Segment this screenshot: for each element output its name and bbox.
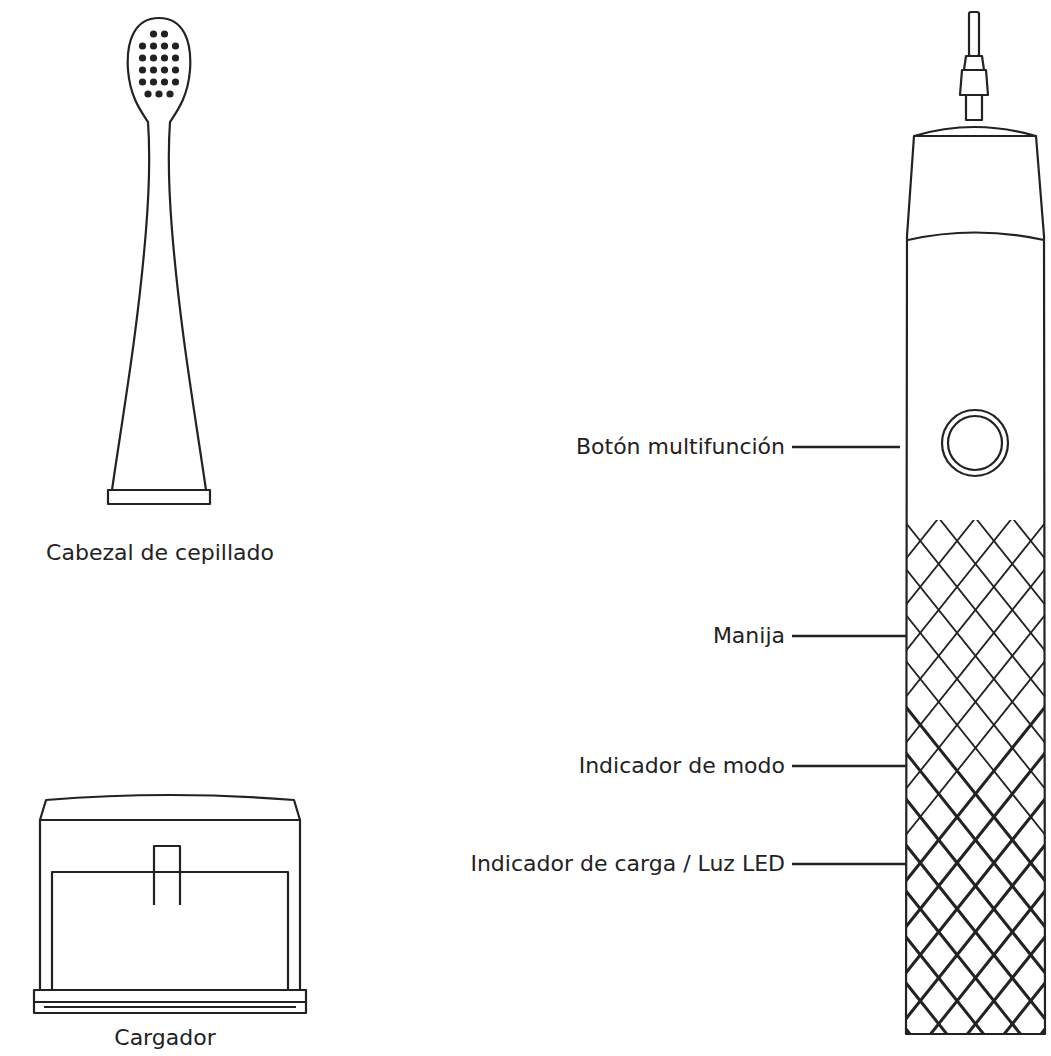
bristle-dot: [139, 66, 146, 73]
bristle-dot: [150, 66, 157, 73]
charger: [34, 795, 306, 1013]
bristle-dot: [139, 42, 146, 49]
part-label: Botón multifunción: [576, 433, 785, 461]
grip-lattice: [906, 0, 1045, 99]
grip-lattice: [906, 385, 1045, 559]
part-label: Cargador: [114, 1024, 215, 1052]
grip-lattice: [906, 753, 1045, 927]
part-label: Manija: [713, 622, 785, 650]
bristle-dot: [155, 90, 162, 97]
bristle-dot: [161, 66, 168, 73]
grip-lattice: [906, 615, 1045, 789]
grip-lattice: [906, 247, 1045, 421]
bristle-dot: [150, 54, 157, 61]
grip-lattice: [906, 477, 1045, 651]
grip-lattice: [906, 0, 1045, 99]
bristle-dot: [150, 78, 157, 85]
grip-lattice: [906, 109, 1045, 283]
grip-lattice: [906, 983, 1045, 1056]
grip-lattice: [906, 707, 1045, 881]
grip-lattice: [906, 339, 1045, 513]
grip-lattice: [906, 799, 1045, 973]
grip-lattice: [906, 523, 1045, 697]
leader-lines: [792, 447, 906, 864]
grip-lattice: [906, 799, 1045, 973]
grip-lattice: [906, 661, 1045, 835]
grip-lattice: [906, 569, 1045, 743]
grip-lattice: [906, 17, 1045, 191]
brush-head: [108, 18, 210, 504]
grip-lattice: [906, 615, 1045, 789]
grip-lattice: [906, 293, 1045, 467]
part-label: Indicador de modo: [579, 752, 785, 780]
part-label: Indicador de carga / Luz LED: [470, 850, 785, 878]
bristle-dot: [172, 54, 179, 61]
bristle-dot: [144, 90, 151, 97]
bristle-dot: [139, 78, 146, 85]
grip-lattice: [906, 845, 1045, 1019]
grip-lattice: [906, 753, 1045, 927]
grip-lattice: [906, 63, 1045, 237]
grip-lattice: [906, 109, 1045, 283]
bristle-dot: [166, 90, 173, 97]
grip-lattice: [906, 0, 1045, 145]
grip-lattice: [906, 523, 1045, 697]
toothbrush-handle: [906, 0, 1045, 1056]
grip-lattice: [906, 569, 1045, 743]
bristle-dot: [139, 54, 146, 61]
grip-lattice: [906, 201, 1045, 375]
bristle-dot: [172, 42, 179, 49]
grip-lattice: [906, 937, 1045, 1056]
grip-lattice: [906, 983, 1045, 1056]
grip-lattice: [906, 247, 1045, 421]
grip-lattice: [906, 891, 1045, 1056]
grip-lattice: [906, 937, 1045, 1056]
grip-lattice: [906, 1029, 1045, 1056]
grip-lattice: [906, 339, 1045, 513]
grip-lattice: [906, 201, 1045, 375]
grip-lattice: [906, 385, 1045, 559]
grip-lattice: [906, 431, 1045, 605]
bristle-dot: [161, 78, 168, 85]
grip-lattice: [906, 155, 1045, 329]
bristle-dot: [161, 42, 168, 49]
grip-lattice: [906, 431, 1045, 605]
grip-lattice: [906, 17, 1045, 191]
grip-lattice: [906, 891, 1045, 1056]
grip-lattice: [906, 477, 1045, 651]
grip-lattice: [906, 293, 1045, 467]
bristle-dot: [150, 42, 157, 49]
bristle-dot: [161, 30, 168, 37]
grip-lattice: [906, 63, 1045, 237]
bristle-dot: [161, 54, 168, 61]
grip-lattice: [906, 1029, 1045, 1056]
grip-lattice: [906, 0, 1045, 145]
bristle-dot: [172, 66, 179, 73]
grip-lattice: [906, 707, 1045, 881]
bristle-dot: [172, 78, 179, 85]
bristle-dot: [150, 30, 157, 37]
grip-lattice: [906, 661, 1045, 835]
grip-lattice: [906, 845, 1045, 1019]
grip-lattice: [906, 155, 1045, 329]
part-label: Cabezal de cepillado: [46, 539, 274, 567]
